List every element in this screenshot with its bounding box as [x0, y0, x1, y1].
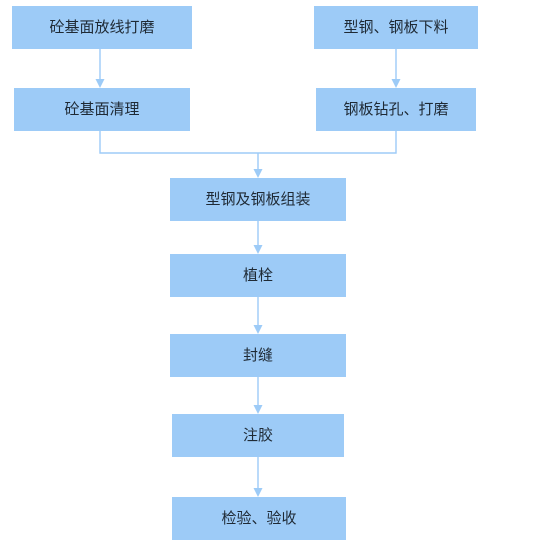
- arrow-n5-n6: [253, 245, 263, 254]
- arrow-n7-n8: [253, 405, 263, 414]
- arrow-n1-n2: [95, 79, 105, 88]
- node-steel-assembly: 型钢及钢板组装: [170, 178, 346, 221]
- edge-n4-merge: [258, 131, 397, 154]
- node-steel-cutting: 型钢、钢板下料: [314, 6, 478, 49]
- node-anchor-bolting: 植栓: [170, 254, 346, 297]
- node-concrete-surface-cleaning: 砼基面清理: [14, 88, 190, 131]
- arrow-n8-n9: [253, 488, 263, 497]
- edge-n2-merge: [99, 131, 258, 154]
- node-glue-injection: 注胶: [172, 414, 344, 457]
- arrow-n6-n7: [253, 325, 263, 334]
- arrow-merge-n5: [253, 169, 263, 178]
- node-inspection-acceptance: 检验、验收: [172, 497, 346, 540]
- node-plate-drilling-grinding: 钢板钻孔、打磨: [316, 88, 476, 131]
- arrow-n3-n4: [391, 79, 401, 88]
- node-concrete-surface-layout-grinding: 砼基面放线打磨: [12, 6, 192, 49]
- node-seam-sealing: 封缝: [170, 334, 346, 377]
